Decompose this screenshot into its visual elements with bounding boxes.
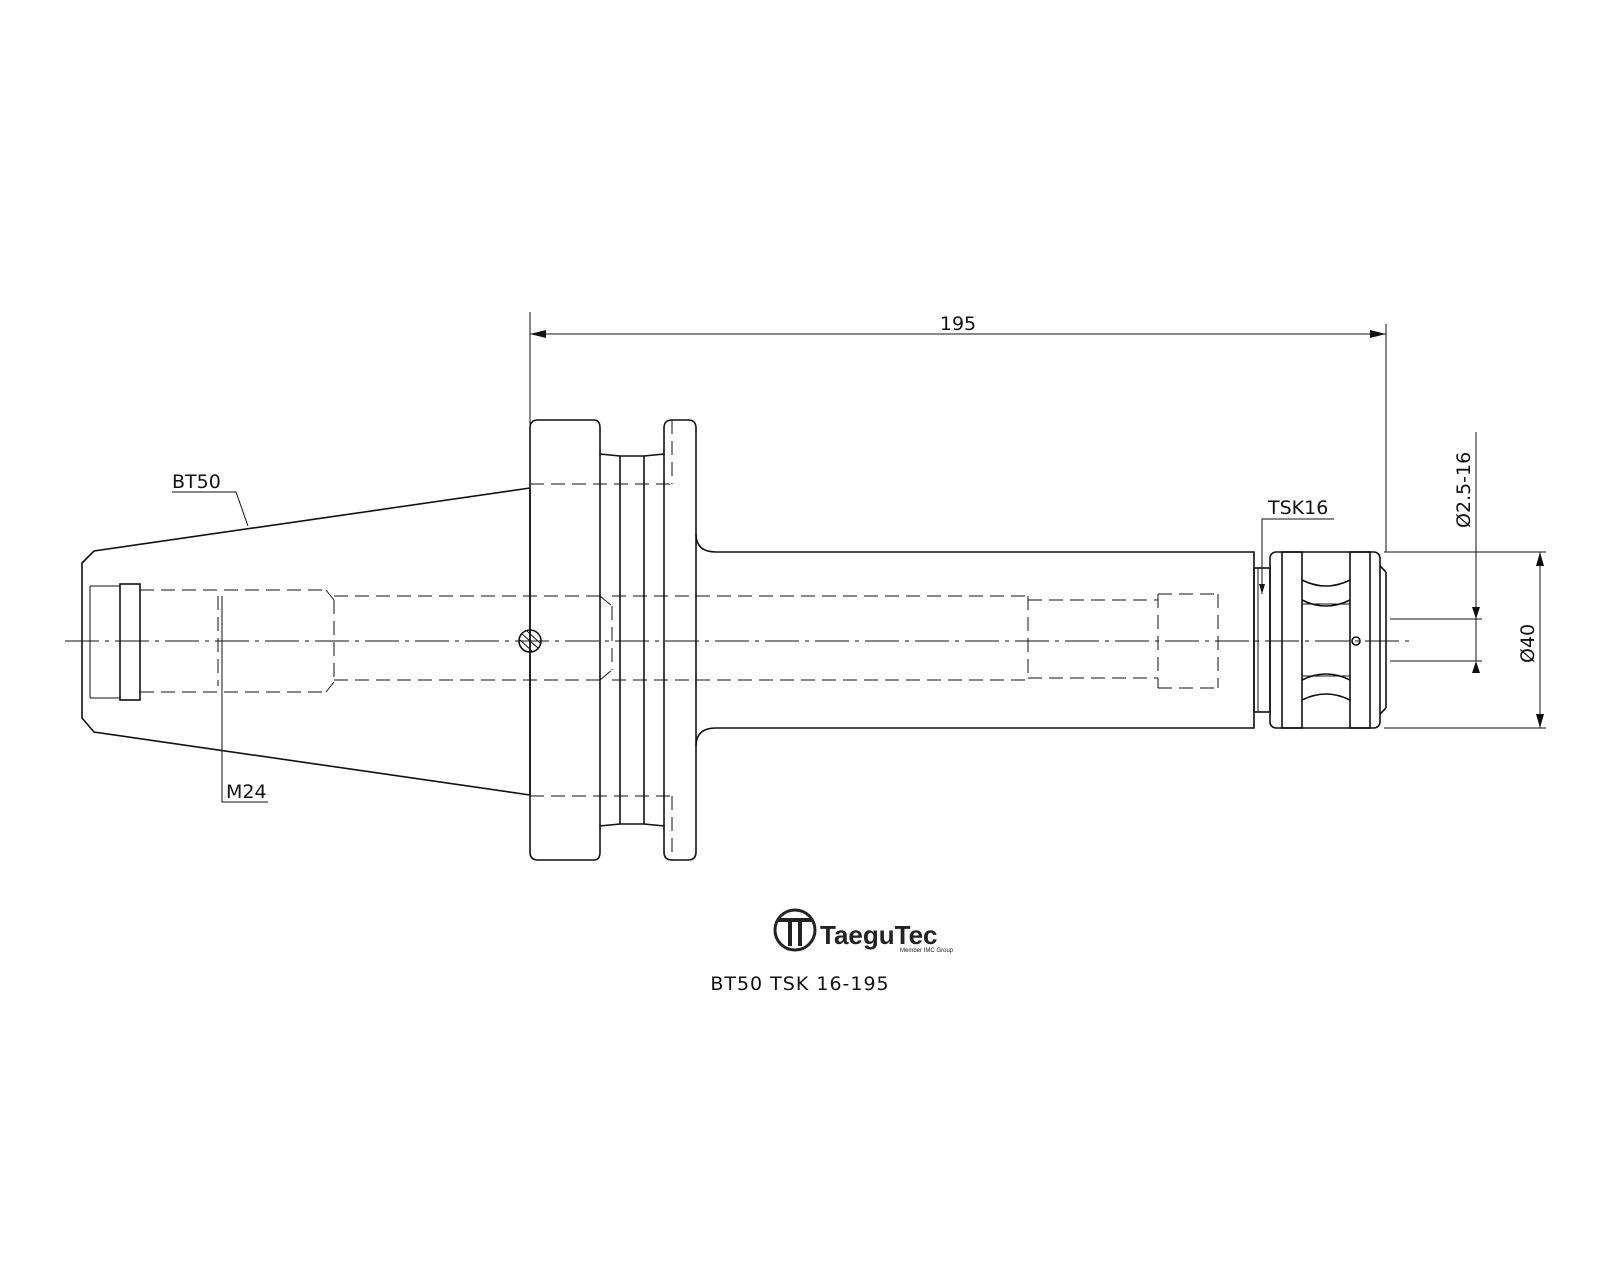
collet-label: TSK16 xyxy=(1267,497,1328,519)
taper-callout: BT50 xyxy=(172,471,249,527)
diameter-dimension: Ø40 xyxy=(1384,551,1546,729)
collet-callout: TSK16 xyxy=(1259,497,1334,594)
flange xyxy=(518,419,697,861)
extension-body xyxy=(612,533,1255,747)
part-number-caption: BT50 TSK 16-195 xyxy=(710,973,890,995)
diameter-label: Ø40 xyxy=(1517,624,1539,663)
orientation-hole xyxy=(518,629,542,653)
taegutec-logo: TaeguTec Member IMC Group xyxy=(773,908,954,954)
clamp-range-label: Ø2.5-16 xyxy=(1453,452,1475,528)
logo-wordmark: TaeguTec xyxy=(820,920,938,950)
length-dimension: 195 xyxy=(529,312,1387,552)
logo-tagline: Member IMC Group xyxy=(900,948,954,954)
length-label: 195 xyxy=(940,313,976,335)
taper-label: BT50 xyxy=(172,471,221,493)
clamping-nut xyxy=(1253,551,1387,729)
clamp-range-dimension: Ø2.5-16 xyxy=(1390,432,1482,673)
thread-callout: M24 xyxy=(221,596,268,803)
thread-label: M24 xyxy=(226,781,267,803)
